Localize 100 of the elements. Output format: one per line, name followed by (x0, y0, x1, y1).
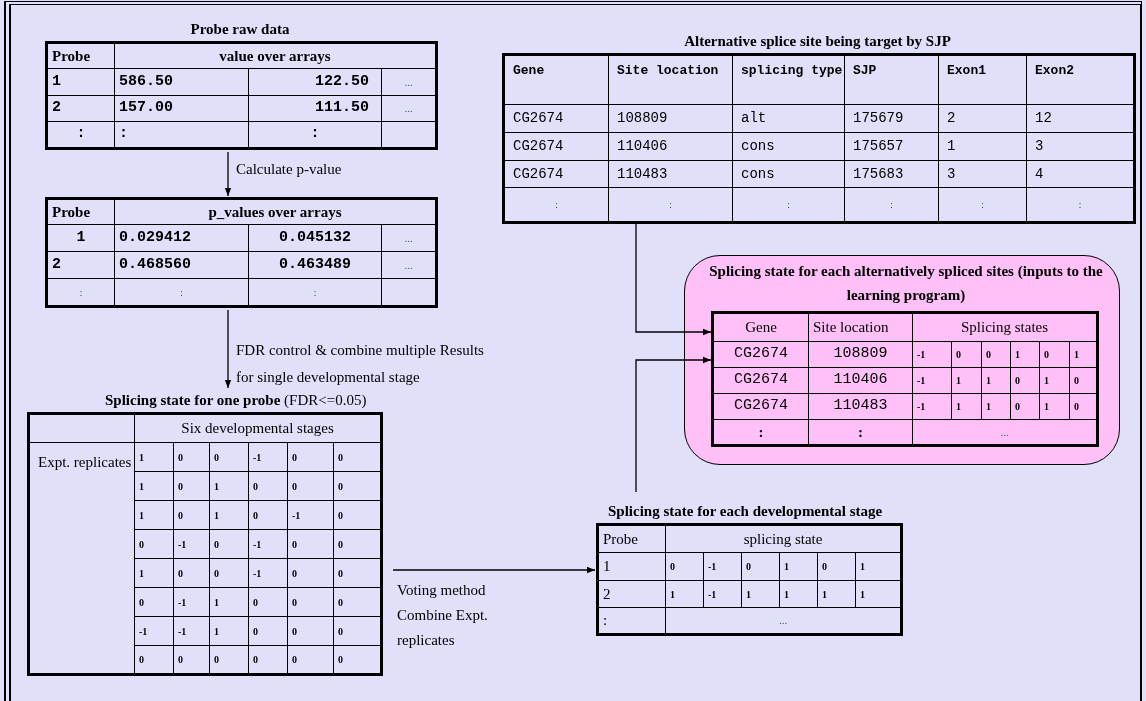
table-cell: 0 (248, 500, 288, 530)
table-cell: -1 (248, 442, 288, 472)
table-cell: 1 (1010, 341, 1040, 368)
table-cell: 0 (665, 552, 704, 581)
table-cell: CG2674 (712, 341, 809, 368)
table-cell: 0 (981, 341, 1011, 368)
table-cell: 1 (951, 367, 982, 394)
table-cell: 1 (134, 558, 174, 588)
arrow (224, 309, 232, 389)
table-cell: 110483 (808, 393, 913, 420)
table-cell: 0.463489 (248, 251, 382, 279)
table-cell: 0 (248, 616, 288, 646)
table-cell: CG2674 (503, 104, 609, 133)
table-cell: 1 (46, 224, 115, 252)
table-cell: 1 (779, 580, 818, 608)
edge-label: Voting method Combine Expt. replicates (397, 581, 489, 650)
table-cell: 122.50 (248, 68, 382, 96)
table-cell: 1 (981, 367, 1011, 394)
table-cell: 1 (817, 580, 856, 608)
table-cell: -1 (287, 500, 334, 530)
table-cell: 1 (1039, 393, 1070, 420)
table-cell: 1 (1039, 367, 1070, 394)
table-title: Splicing state for each developmental stage (608, 503, 883, 519)
table-cell: 110406 (808, 367, 913, 394)
table-cell: 0 (741, 552, 780, 581)
table-title: Splicing state for one probe (FDR<=0.05) (105, 392, 367, 408)
table-cell: 2 (597, 580, 666, 608)
table-cell: 0 (1010, 367, 1040, 394)
table-cell: Gene (712, 312, 809, 342)
edge-label: Calculate p-value (236, 160, 342, 179)
table-cell: 1 (665, 580, 704, 608)
table-cell: 3 (938, 160, 1027, 188)
table-cell: -1 (134, 616, 174, 646)
table-cell: Probe (597, 524, 666, 553)
table-cell: -1 (912, 367, 952, 394)
table-cell: 111.50 (248, 95, 382, 122)
table-cell: SJP (844, 54, 939, 105)
panel-title: Splicing state for each alternatively spliced sites (inputs to the learning program) (708, 262, 1104, 305)
table-cell: Gene (503, 54, 609, 105)
table-cell: 0 (209, 558, 249, 588)
table-cell: 2 (46, 95, 115, 122)
table-cell: CG2674 (503, 132, 609, 161)
table-cell: 0 (173, 442, 210, 472)
table-cell: -1 (173, 587, 210, 617)
table-cell: 0 (287, 529, 334, 559)
table-cell: cons (732, 160, 845, 188)
table-cell: 1 (209, 587, 249, 617)
table-cell: Exon1 (938, 54, 1027, 105)
table-cell: 0 (173, 558, 210, 588)
table-title: Probe raw data (190, 21, 290, 37)
table-cell: -1 (248, 529, 288, 559)
table-cell: 0 (248, 471, 288, 501)
rounded-panel (684, 255, 1120, 465)
table-cell: 0 (134, 587, 174, 617)
table-cell: 0 (951, 341, 982, 368)
table-cell: 0 (134, 529, 174, 559)
table-cell: 0.468560 (114, 251, 249, 279)
arrow (392, 566, 596, 574)
table-cell: 0 (248, 587, 288, 617)
table-cell: 108809 (808, 341, 913, 368)
table-cell: Probe (46, 198, 115, 225)
table-cell: 108809 (608, 104, 733, 133)
table-cell: -1 (912, 393, 952, 420)
table-cell: 0 (1039, 341, 1070, 368)
table-cell: -1 (703, 580, 742, 608)
table-cell: Site location (608, 54, 733, 105)
table-cell: 1 (779, 552, 818, 581)
table-cell: 175683 (844, 160, 939, 188)
arrow (635, 356, 712, 493)
table-cell: -1 (173, 616, 210, 646)
table-cell: 0 (287, 558, 334, 588)
table-cell: 0 (287, 442, 334, 472)
table-cell: CG2674 (712, 393, 809, 420)
table-cell: 586.50 (114, 68, 249, 96)
table-cell: 1 (134, 442, 174, 472)
table-cell: 0 (1010, 393, 1040, 420)
table-cell: 110406 (608, 132, 733, 161)
edge-label: FDR control & combine multiple Results for single developmental stage (236, 341, 485, 387)
table-cell: 157.00 (114, 95, 249, 122)
table-cell: 1 (209, 471, 249, 501)
table-cell: -1 (703, 552, 742, 581)
arrow (224, 151, 232, 197)
table-cell: 1 (597, 552, 666, 581)
table-title: Alternative splice site being target by SJP (684, 33, 951, 49)
table-cell: 1 (951, 393, 982, 420)
table-cell: alt (732, 104, 845, 133)
arrow (635, 223, 712, 336)
table-cell: 1 (134, 471, 174, 501)
table-cell: 1 (938, 132, 1027, 161)
table-cell: 2 (938, 104, 1027, 133)
table-cell: 1 (209, 616, 249, 646)
table-cell: 1 (134, 500, 174, 530)
table-cell: 0 (287, 471, 334, 501)
table-cell: 0 (209, 529, 249, 559)
table-cell: CG2674 (712, 367, 809, 394)
table-cell: -1 (248, 558, 288, 588)
table-cell: 0 (173, 500, 210, 530)
table-cell: 2 (46, 251, 115, 279)
table-cell: 1 (209, 500, 249, 530)
table-cell: 0.029412 (114, 224, 249, 252)
